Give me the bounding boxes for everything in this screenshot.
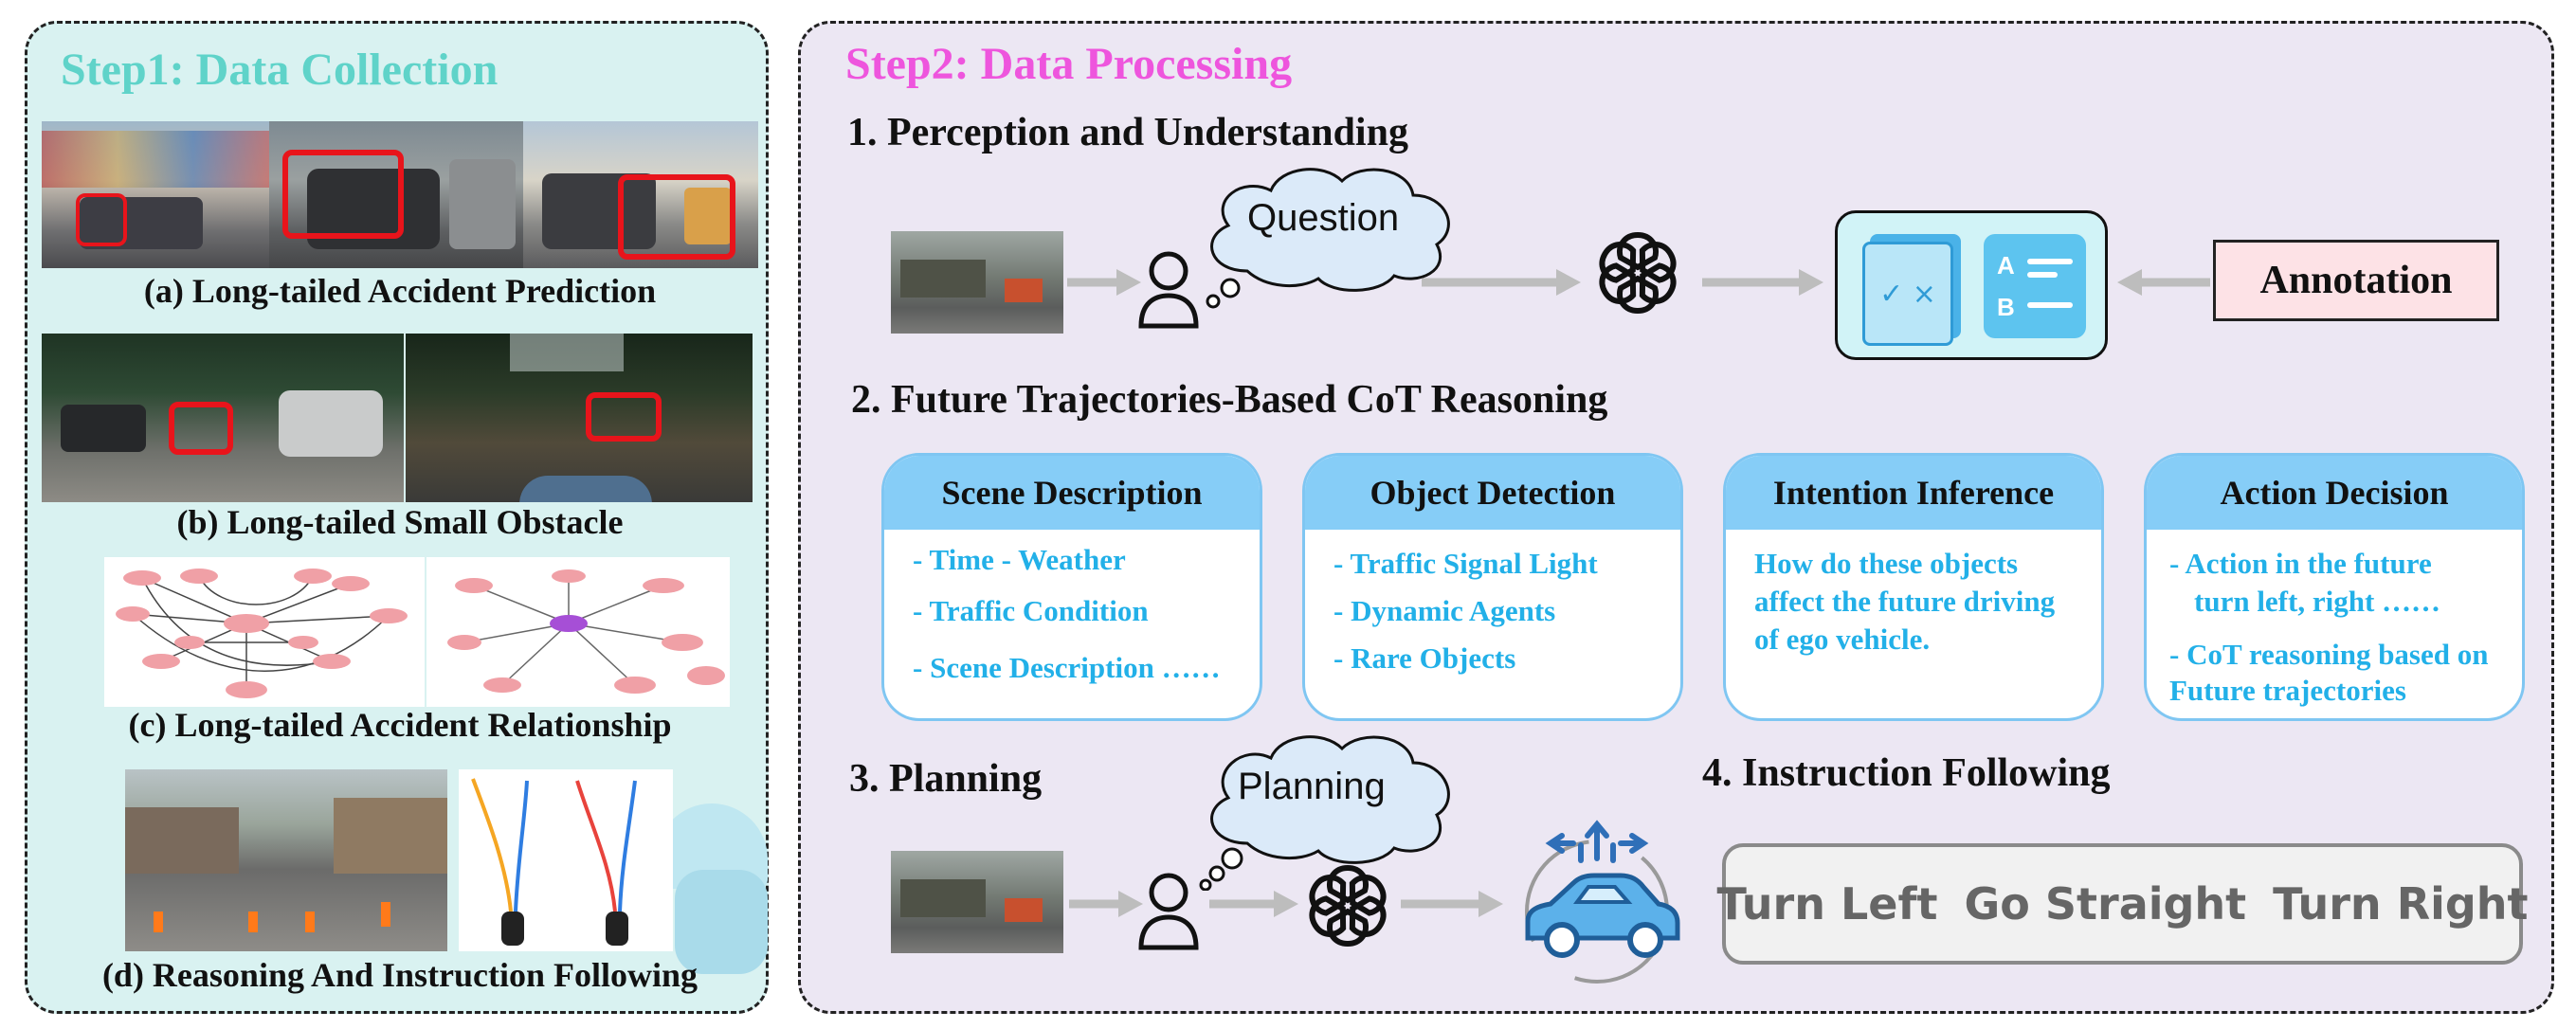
reasoning-street-photo — [125, 769, 447, 951]
arrow-1 — [1067, 269, 1141, 296]
step2-title: Step2: Data Processing — [845, 39, 1293, 89]
thought-cloud-question — [1206, 168, 1450, 309]
caption-a: (a) Long-tailed Accident Prediction — [143, 272, 657, 310]
section-3-title: 3. Planning — [849, 757, 1043, 801]
card-title: Scene Description — [884, 456, 1260, 530]
section-1-title: 1. Perception and Understanding — [847, 111, 1408, 154]
thought-cloud-planning — [1199, 735, 1450, 891]
card-action-decision: Action Decision - Action in the future t… — [2144, 453, 2525, 721]
card-line: - Action in the future — [2169, 547, 2432, 580]
arrow-7 — [1401, 891, 1503, 917]
arrow-4 — [2117, 269, 2210, 296]
arrow-5 — [1069, 891, 1143, 917]
obstacle-photo-1 — [42, 334, 404, 502]
trajectory-diagram — [459, 769, 673, 951]
accident-photo-1 — [42, 121, 269, 268]
card-line: - Time - Weather — [913, 543, 1126, 576]
card-line: affect the future driving — [1754, 585, 2056, 618]
obstacle-photo-2 — [406, 334, 753, 502]
caption-b: (b) Long-tailed Small Obstacle — [176, 503, 624, 541]
relationship-graph-2 — [426, 557, 730, 707]
planning-scene-photo — [891, 851, 1063, 953]
card-line: Future trajectories — [2169, 674, 2406, 707]
caption-c: (c) Long-tailed Accident Relationship — [128, 706, 672, 744]
openai-logo-icon — [1599, 231, 1677, 315]
card-line: turn left, right …… — [2194, 585, 2441, 618]
annotation-box: Annotation — [2213, 240, 2499, 321]
instruction-go-straight: Go Straight — [1964, 878, 2247, 930]
user-icon — [1138, 251, 1199, 329]
arrow-6 — [1209, 891, 1298, 917]
openai-logo-icon-2 — [1309, 864, 1387, 948]
autonomous-car-icon — [1525, 820, 1680, 984]
card-line: - Dynamic Agents — [1333, 594, 1556, 627]
card-line: - Traffic Condition — [913, 594, 1149, 627]
card-title: Action Decision — [2147, 456, 2522, 530]
caption-d: (d) Reasoning And Instruction Following — [101, 956, 698, 994]
card-line: - Scene Description …… — [913, 651, 1221, 684]
instruction-turn-right: Turn Right — [2273, 878, 2529, 930]
user-icon-2 — [1138, 873, 1199, 950]
planning-cloud-label: Planning — [1238, 766, 1386, 807]
relationship-graph-1 — [104, 557, 425, 707]
question-cloud-label: Question — [1247, 197, 1400, 239]
card-title: Object Detection — [1305, 456, 1680, 530]
card-intention-inference: Intention Inference How do these objects… — [1723, 453, 2104, 721]
annotated-document-icon: ✓ × A B — [1835, 210, 2108, 360]
card-line: How do these objects — [1754, 547, 2019, 580]
section-4-title: 4. Instruction Following — [1702, 751, 2111, 795]
card-scene-description: Scene Description - Time - Weather - Tra… — [881, 453, 1262, 721]
instruction-turn-left: Turn Left — [1716, 878, 1938, 930]
accident-photo-3 — [523, 121, 758, 268]
card-line: - CoT reasoning based on — [2169, 638, 2489, 671]
arrow-2 — [1422, 269, 1581, 296]
card-line: - Traffic Signal Light — [1333, 547, 1598, 580]
perception-scene-photo — [891, 231, 1063, 334]
card-line: of ego vehicle. — [1754, 623, 1931, 656]
card-line: - Rare Objects — [1333, 641, 1516, 675]
cloud-database-icon — [656, 803, 768, 974]
card-object-detection: Object Detection - Traffic Signal Light … — [1302, 453, 1683, 721]
arrow-3 — [1702, 269, 1823, 296]
instruction-options: Turn Left Go Straight Turn Right — [1716, 843, 2529, 965]
accident-photo-2 — [269, 121, 523, 268]
step1-title: Step1: Data Collection — [61, 45, 499, 95]
card-title: Intention Inference — [1726, 456, 2101, 530]
section-2-title: 2. Future Trajectories-Based CoT Reasoni… — [851, 378, 1608, 422]
